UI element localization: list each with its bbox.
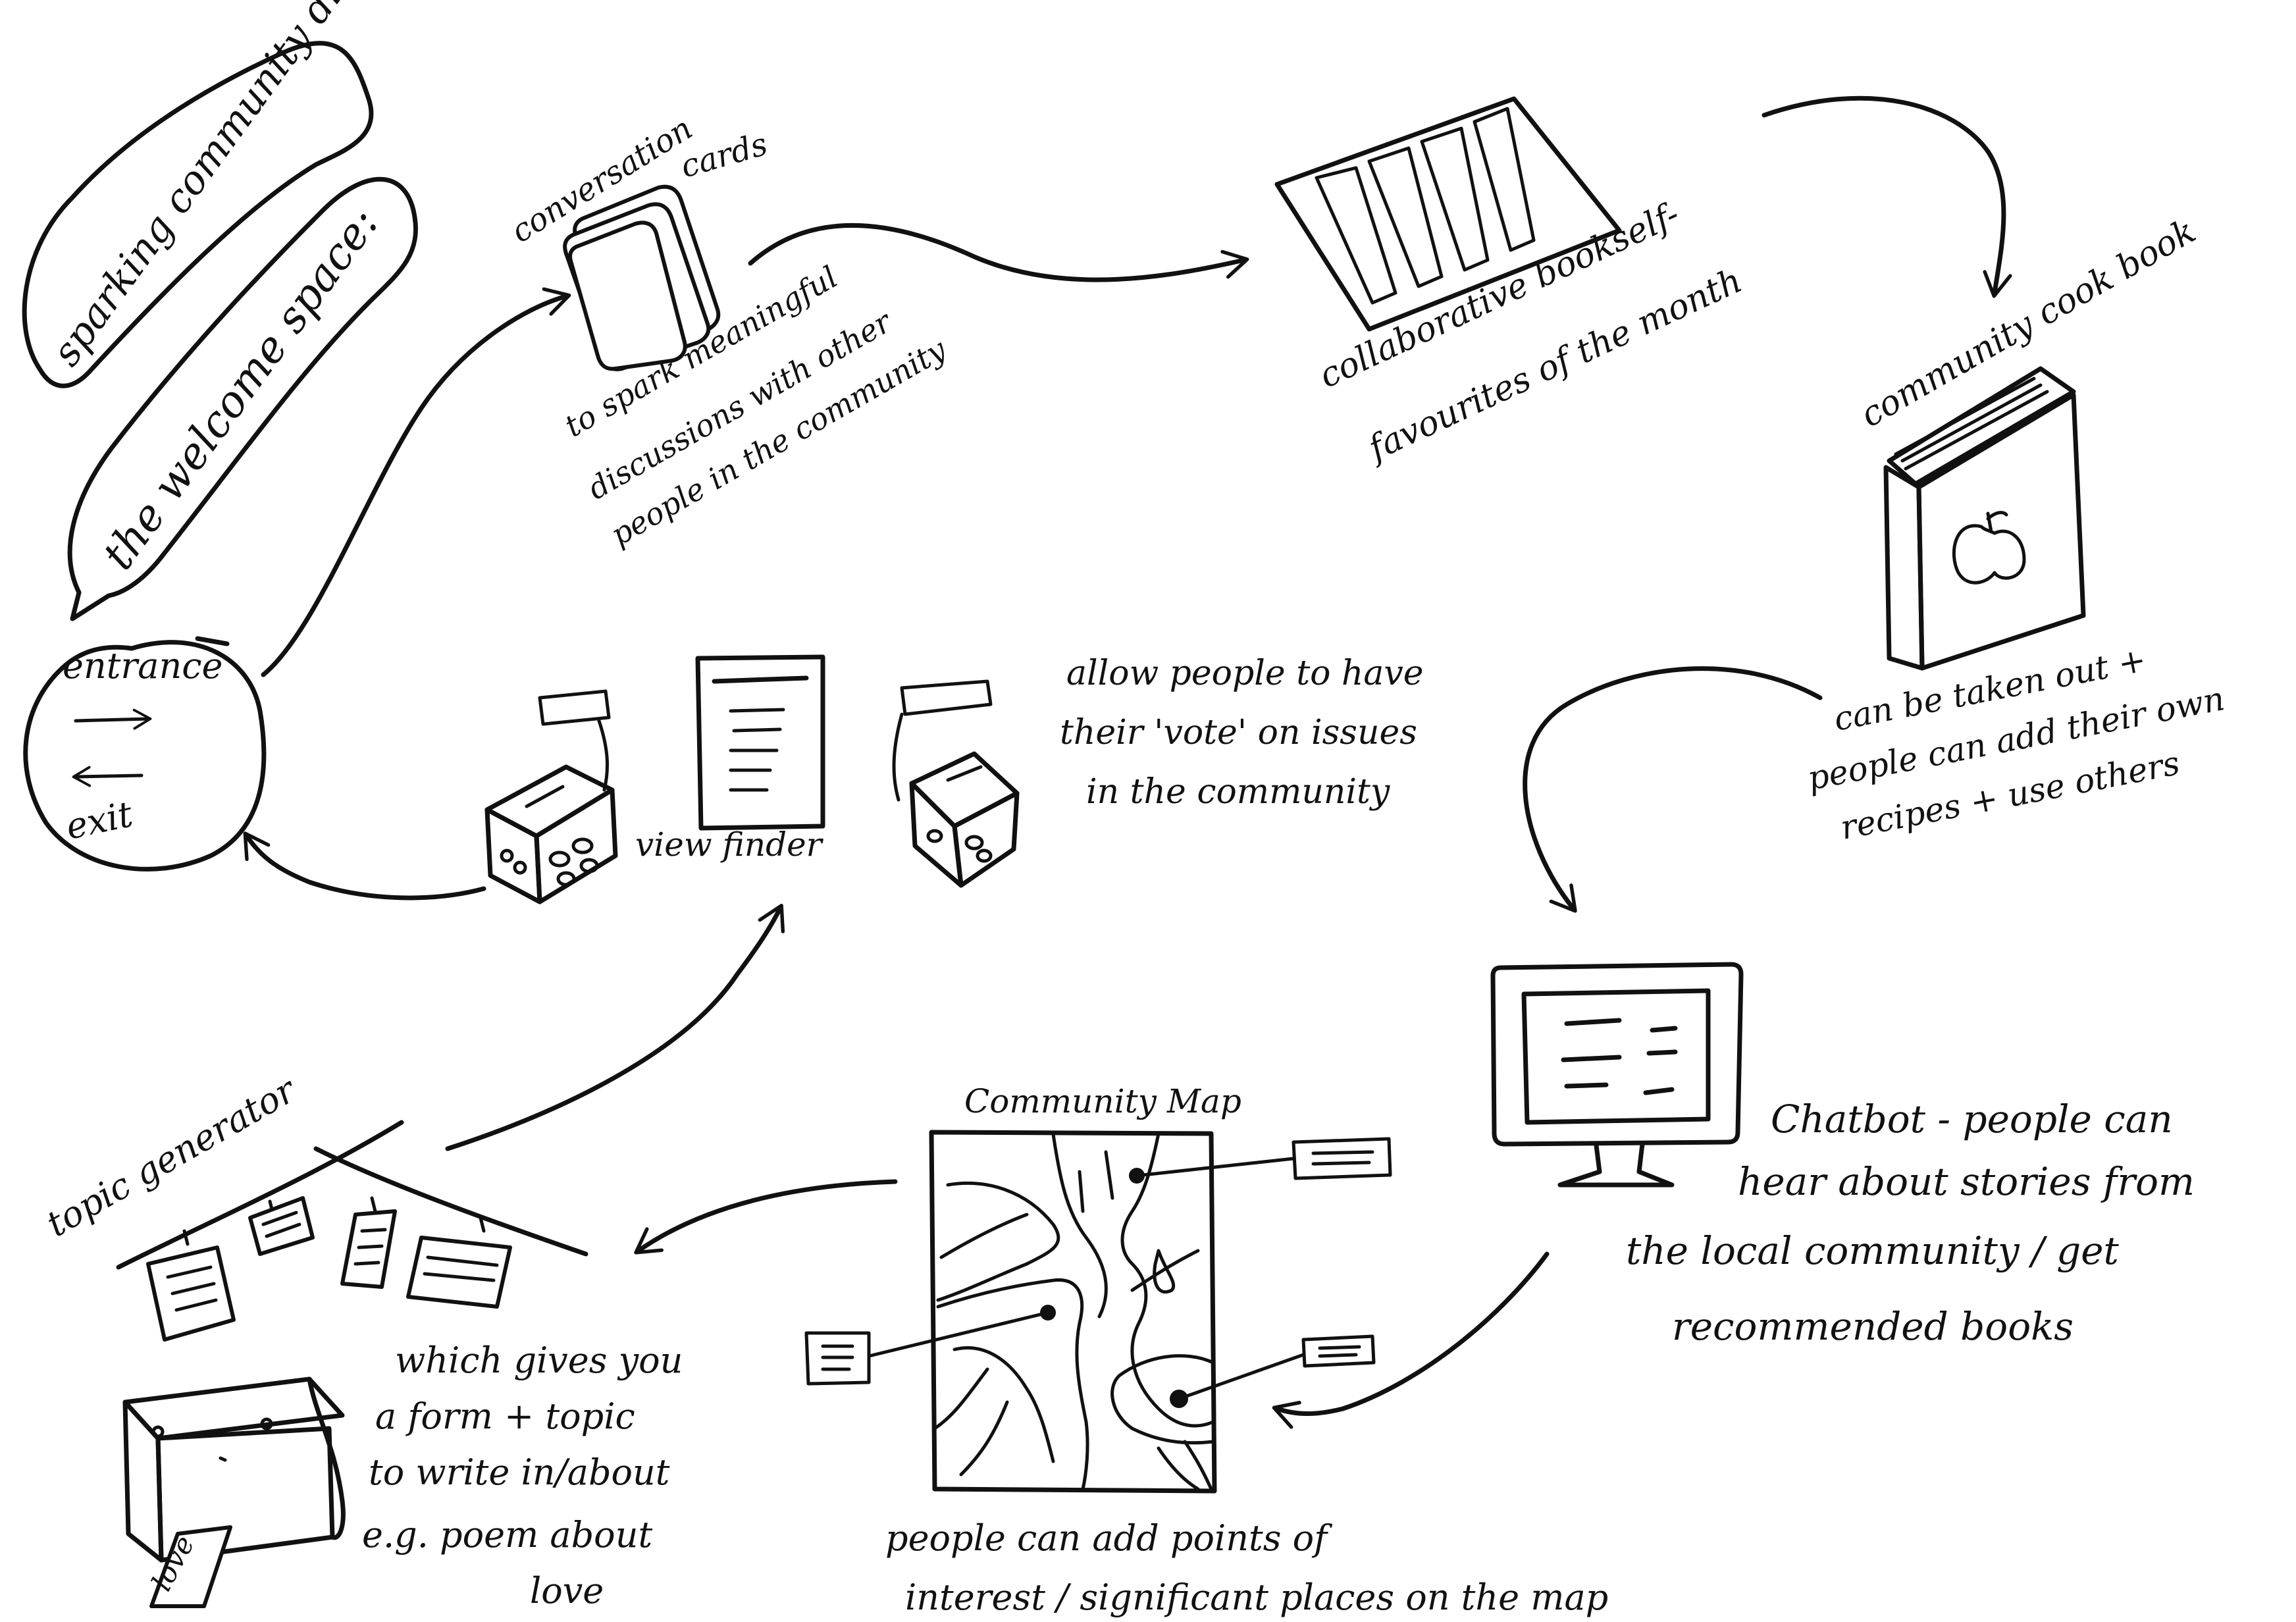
flow-arrow-bookshelf-to-cookbook — [1761, 95, 2012, 298]
flow-arrow-topic-to-viewfinder — [445, 903, 785, 1151]
flow-arrow-chatbot-to-map — [1272, 1251, 1550, 1429]
bookshelf-icon — [1274, 96, 1622, 332]
monitor-icon — [1490, 962, 1744, 1188]
chatbot-node: Chatbot - people can hear about stories … — [1490, 962, 2195, 1349]
bunting-cards-icon — [116, 1120, 588, 1342]
arrow-right-icon — [74, 708, 152, 730]
entrance-exit-node: entrance exit — [23, 636, 267, 872]
topic-generator-node: topic generator love which gives you — [39, 1068, 683, 1611]
printer-icon: love — [122, 1376, 346, 1608]
flow-arrow-map-to-topic — [634, 1179, 898, 1255]
poster-icon — [695, 654, 825, 831]
bookshelf-line2: favourites of the month — [1361, 261, 1748, 469]
flow-arrows — [243, 95, 2012, 1429]
community-map-desc-2: interest / significant places on the map — [905, 1577, 1608, 1618]
ballot-box-icon — [484, 689, 618, 904]
topic-generator-desc-5: love — [530, 1570, 604, 1611]
view-finder-desc-3: in the community — [1086, 772, 1390, 812]
chatbot-line4: recommended books — [1672, 1304, 2074, 1349]
flow-arrow-entrance-to-cards — [261, 287, 571, 677]
topic-generator-desc-4: e.g. poem about — [362, 1514, 652, 1556]
card-stack-icon — [563, 184, 721, 371]
topic-generator-desc-2: a form + topic — [375, 1396, 635, 1437]
cookbook-node: community cook book can be taken out + p… — [1804, 211, 2228, 847]
community-map-node: Community Map — [804, 1082, 1608, 1618]
community-map-title: Community Map — [964, 1082, 1241, 1120]
chatbot-line3: the local community / get — [1626, 1228, 2120, 1273]
view-finder-desc-1: allow people to have — [1066, 654, 1424, 693]
sparking-dialogue-bubble: sparking community dialogue — [22, 0, 430, 388]
conversation-cards-node: conversation cards to spark meaningful d… — [505, 110, 953, 553]
community-map-desc-1: people can add points of — [885, 1517, 1332, 1559]
flow-arrow-viewfinder-to-exit — [243, 831, 486, 901]
ballot-box-icon — [892, 679, 1020, 888]
exit-label: exit — [63, 793, 137, 848]
bookshelf-node: collaborative bookself- favourites of th… — [1274, 96, 1748, 469]
arrow-left-icon — [72, 766, 144, 787]
topic-generator-desc-1: which gives you — [395, 1340, 683, 1381]
chatbot-line2: hear about stories from — [1738, 1159, 2195, 1204]
topic-generator-desc-3: to write in/about — [369, 1452, 670, 1493]
view-finder-node: view finder allow people to have their '… — [484, 654, 1424, 904]
apple-book-icon — [1883, 366, 2086, 671]
flow-arrow-cards-to-bookshelf — [748, 223, 1249, 282]
map-icon — [804, 1130, 1392, 1494]
chatbot-line1: Chatbot - people can — [1771, 1097, 2173, 1141]
view-finder-desc-2: their 'vote' on issues — [1060, 713, 1417, 752]
flow-arrow-cookbook-to-chatbot — [1523, 666, 1823, 913]
sparking-dialogue-text: sparking community dialogue — [43, 0, 430, 375]
entrance-label: entrance — [63, 645, 222, 687]
view-finder-label: view finder — [635, 825, 824, 864]
